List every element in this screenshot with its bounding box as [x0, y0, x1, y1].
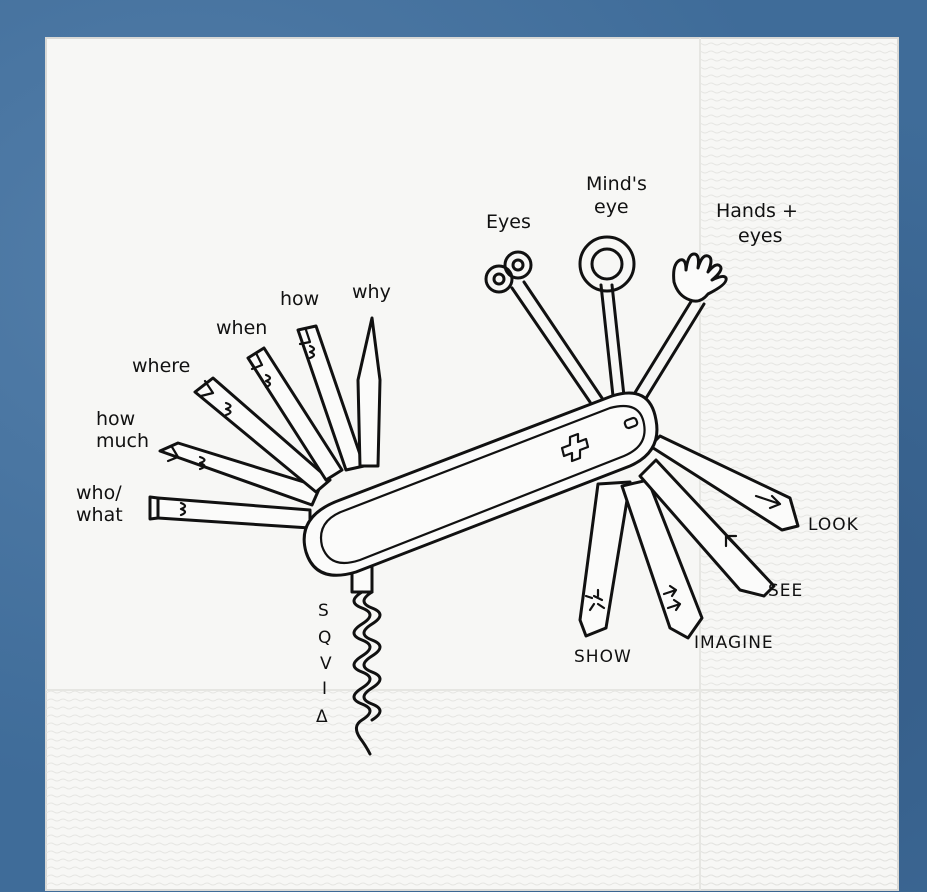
label-who-what: who/ what [76, 482, 123, 526]
label-who-what-line1: who/ [76, 482, 122, 504]
corkscrew-letter-q: Q [318, 628, 332, 648]
label-show: SHOW [574, 647, 632, 667]
label-how-much-line1: how [96, 408, 135, 430]
label-who-what-line2: what [76, 504, 123, 526]
label-how: how [280, 288, 319, 310]
corkscrew-letter-s: S [318, 601, 330, 621]
label-look: LOOK [808, 515, 859, 535]
corkscrew-letter-i: I [322, 679, 328, 699]
label-how-much-line2: much [96, 430, 149, 452]
label-see: SEE [768, 581, 803, 601]
label-hands-eyes-line1: Hands + [716, 200, 798, 222]
label-imagine: IMAGINE [694, 633, 774, 653]
label-minds-eye-line1: Mind's [586, 173, 647, 195]
label-why: why [352, 281, 391, 303]
label-eyes: Eyes [486, 211, 531, 233]
label-where: where [132, 355, 190, 377]
label-hands-eyes-line2: eyes [738, 225, 783, 247]
label-minds-eye-line2: eye [594, 196, 629, 218]
label-when: when [216, 317, 267, 339]
corkscrew-letter-v: V [320, 654, 333, 674]
corkscrew-letter-delta: Δ [316, 707, 329, 727]
